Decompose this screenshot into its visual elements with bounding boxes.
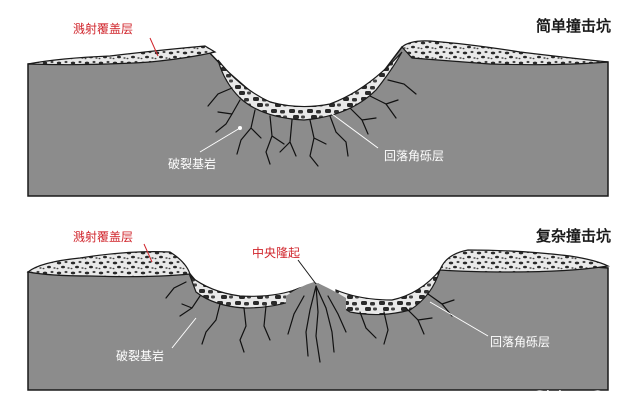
simple-crater-bedrock	[27, 46, 609, 197]
complex-crater-peak-leader	[297, 259, 317, 285]
simple-crater-fractures	[207, 79, 417, 167]
simple-crater-breccia-label: 回落角砾层	[384, 149, 444, 163]
complex-crater-ejecta-leader	[143, 243, 153, 263]
complex-crater-bedrock-leader	[171, 317, 197, 349]
simple-crater-ejecta-leader	[149, 37, 159, 57]
complex-crater-title: 复杂撞击坑	[535, 227, 611, 245]
complex-crater-ejecta-right	[439, 249, 610, 273]
simple-crater-diagram: 简单撞击坑 溅射覆盖层 破裂基岩 回落角砾层	[27, 17, 611, 197]
simple-crater-breccia-leader	[331, 113, 379, 149]
simple-crater-ejecta-left	[27, 45, 217, 66]
complex-crater-breccia-label: 回落角砾层	[490, 335, 550, 349]
simple-crater-bedrock-leader	[199, 127, 241, 153]
complex-crater-peak-label: 中央隆起	[252, 245, 300, 260]
simple-crater-ejecta-label: 溅射覆盖层	[73, 21, 133, 36]
complex-crater-ejecta-left	[26, 251, 191, 278]
simple-crater-bedrock-label: 破裂基岩	[168, 156, 216, 171]
complex-crater-diagram: 复杂撞击坑 溅射覆盖层 中央隆起 破裂基岩 回落角砾层	[26, 227, 611, 391]
complex-crater-breccia-right	[335, 269, 441, 316]
complex-crater-fractures	[165, 281, 455, 363]
simple-crater-ejecta-right	[401, 40, 609, 66]
watermark: Chi na2	[532, 387, 604, 409]
complex-crater-bedrock-label: 破裂基岩	[116, 348, 164, 363]
simple-crater-title: 简单撞击坑	[536, 17, 611, 35]
complex-crater-breccia-leader	[429, 301, 489, 337]
simple-crater-breccia-lens	[217, 51, 403, 121]
complex-crater-ejecta-label: 溅射覆盖层	[73, 229, 133, 244]
simple-crater-bedrock-leader-dot	[238, 126, 242, 130]
